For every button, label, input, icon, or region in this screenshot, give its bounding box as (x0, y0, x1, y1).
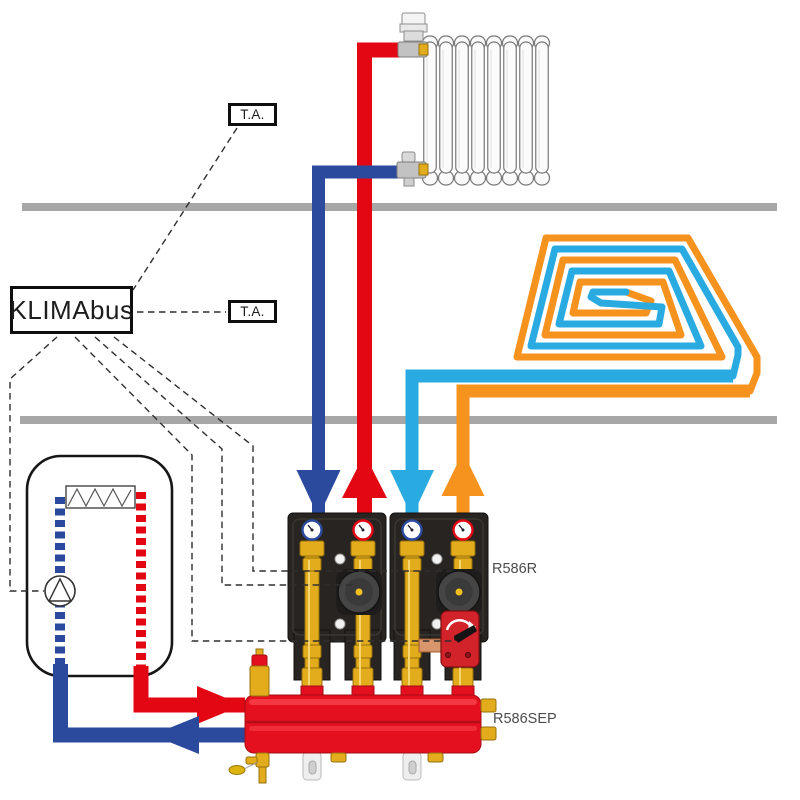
wire-pump-left (94, 336, 355, 586)
flow-arrow-down-icon (390, 470, 434, 517)
ta-lower-label: T.A. (240, 304, 265, 319)
ta-box-upper: T.A. (228, 103, 277, 126)
floor-coil (513, 234, 761, 395)
bottom-plug (427, 752, 444, 763)
label-r586r: R586R (492, 561, 538, 577)
wall-line-lower (20, 416, 777, 424)
heat-exchanger-icon (65, 485, 136, 509)
bottom-plug (330, 752, 347, 763)
flow-arrow-down-icon (296, 470, 341, 517)
end-plug (480, 698, 497, 713)
mixing-valve-actuator (418, 610, 480, 668)
radiator-supply-pipe (342, 42, 400, 520)
flow-arrow-right-icon (197, 686, 243, 724)
wire-mixing-valve (74, 336, 452, 642)
floor-supply-pipe (441, 384, 750, 520)
flow-arrow-up-icon (441, 452, 485, 496)
wall-line-upper (22, 203, 777, 211)
tank-supply-pipe (133, 666, 245, 724)
ta-box-lower: T.A. (228, 300, 277, 323)
lockshield-valve-icon (396, 151, 429, 187)
end-plug (480, 726, 497, 741)
coil-return-spiral (527, 245, 742, 380)
klimabus-label: KLIMAbus (9, 294, 134, 325)
air-vent-valve (249, 648, 270, 697)
label-r586sep: R586SEP (493, 711, 557, 727)
manifold-separator (228, 648, 497, 784)
thermometer-gauge (401, 519, 423, 541)
pump-icon (436, 569, 482, 615)
flow-arrow-left-icon (152, 716, 199, 754)
klimabus-wiring (9, 127, 452, 642)
screw-icon (431, 553, 443, 565)
tank-return-pipe (53, 664, 245, 754)
wire-ta-upper (132, 127, 238, 291)
radiator-return-pipe (296, 165, 398, 520)
thermostatic-valve-icon (397, 12, 429, 58)
ta-upper-label: T.A. (240, 107, 265, 122)
buffer-tank (25, 454, 174, 678)
screw-icon (334, 618, 346, 630)
flow-arrow-up-icon (342, 454, 387, 498)
coil-supply-spiral (513, 234, 761, 395)
screw-icon (334, 553, 346, 565)
wire-tank-pump (9, 336, 58, 592)
radiator (396, 12, 551, 187)
tank-pump-icon (44, 575, 76, 607)
wire-pump-right (113, 336, 452, 572)
thermometer-gauge (452, 519, 474, 541)
thermometer-gauge (352, 519, 374, 541)
thermometer-gauge (301, 519, 323, 541)
drain-valve (228, 752, 270, 784)
klimabus-box: KLIMAbus (10, 286, 133, 334)
floor-return-pipe (390, 369, 733, 520)
pump-icon (336, 569, 382, 615)
